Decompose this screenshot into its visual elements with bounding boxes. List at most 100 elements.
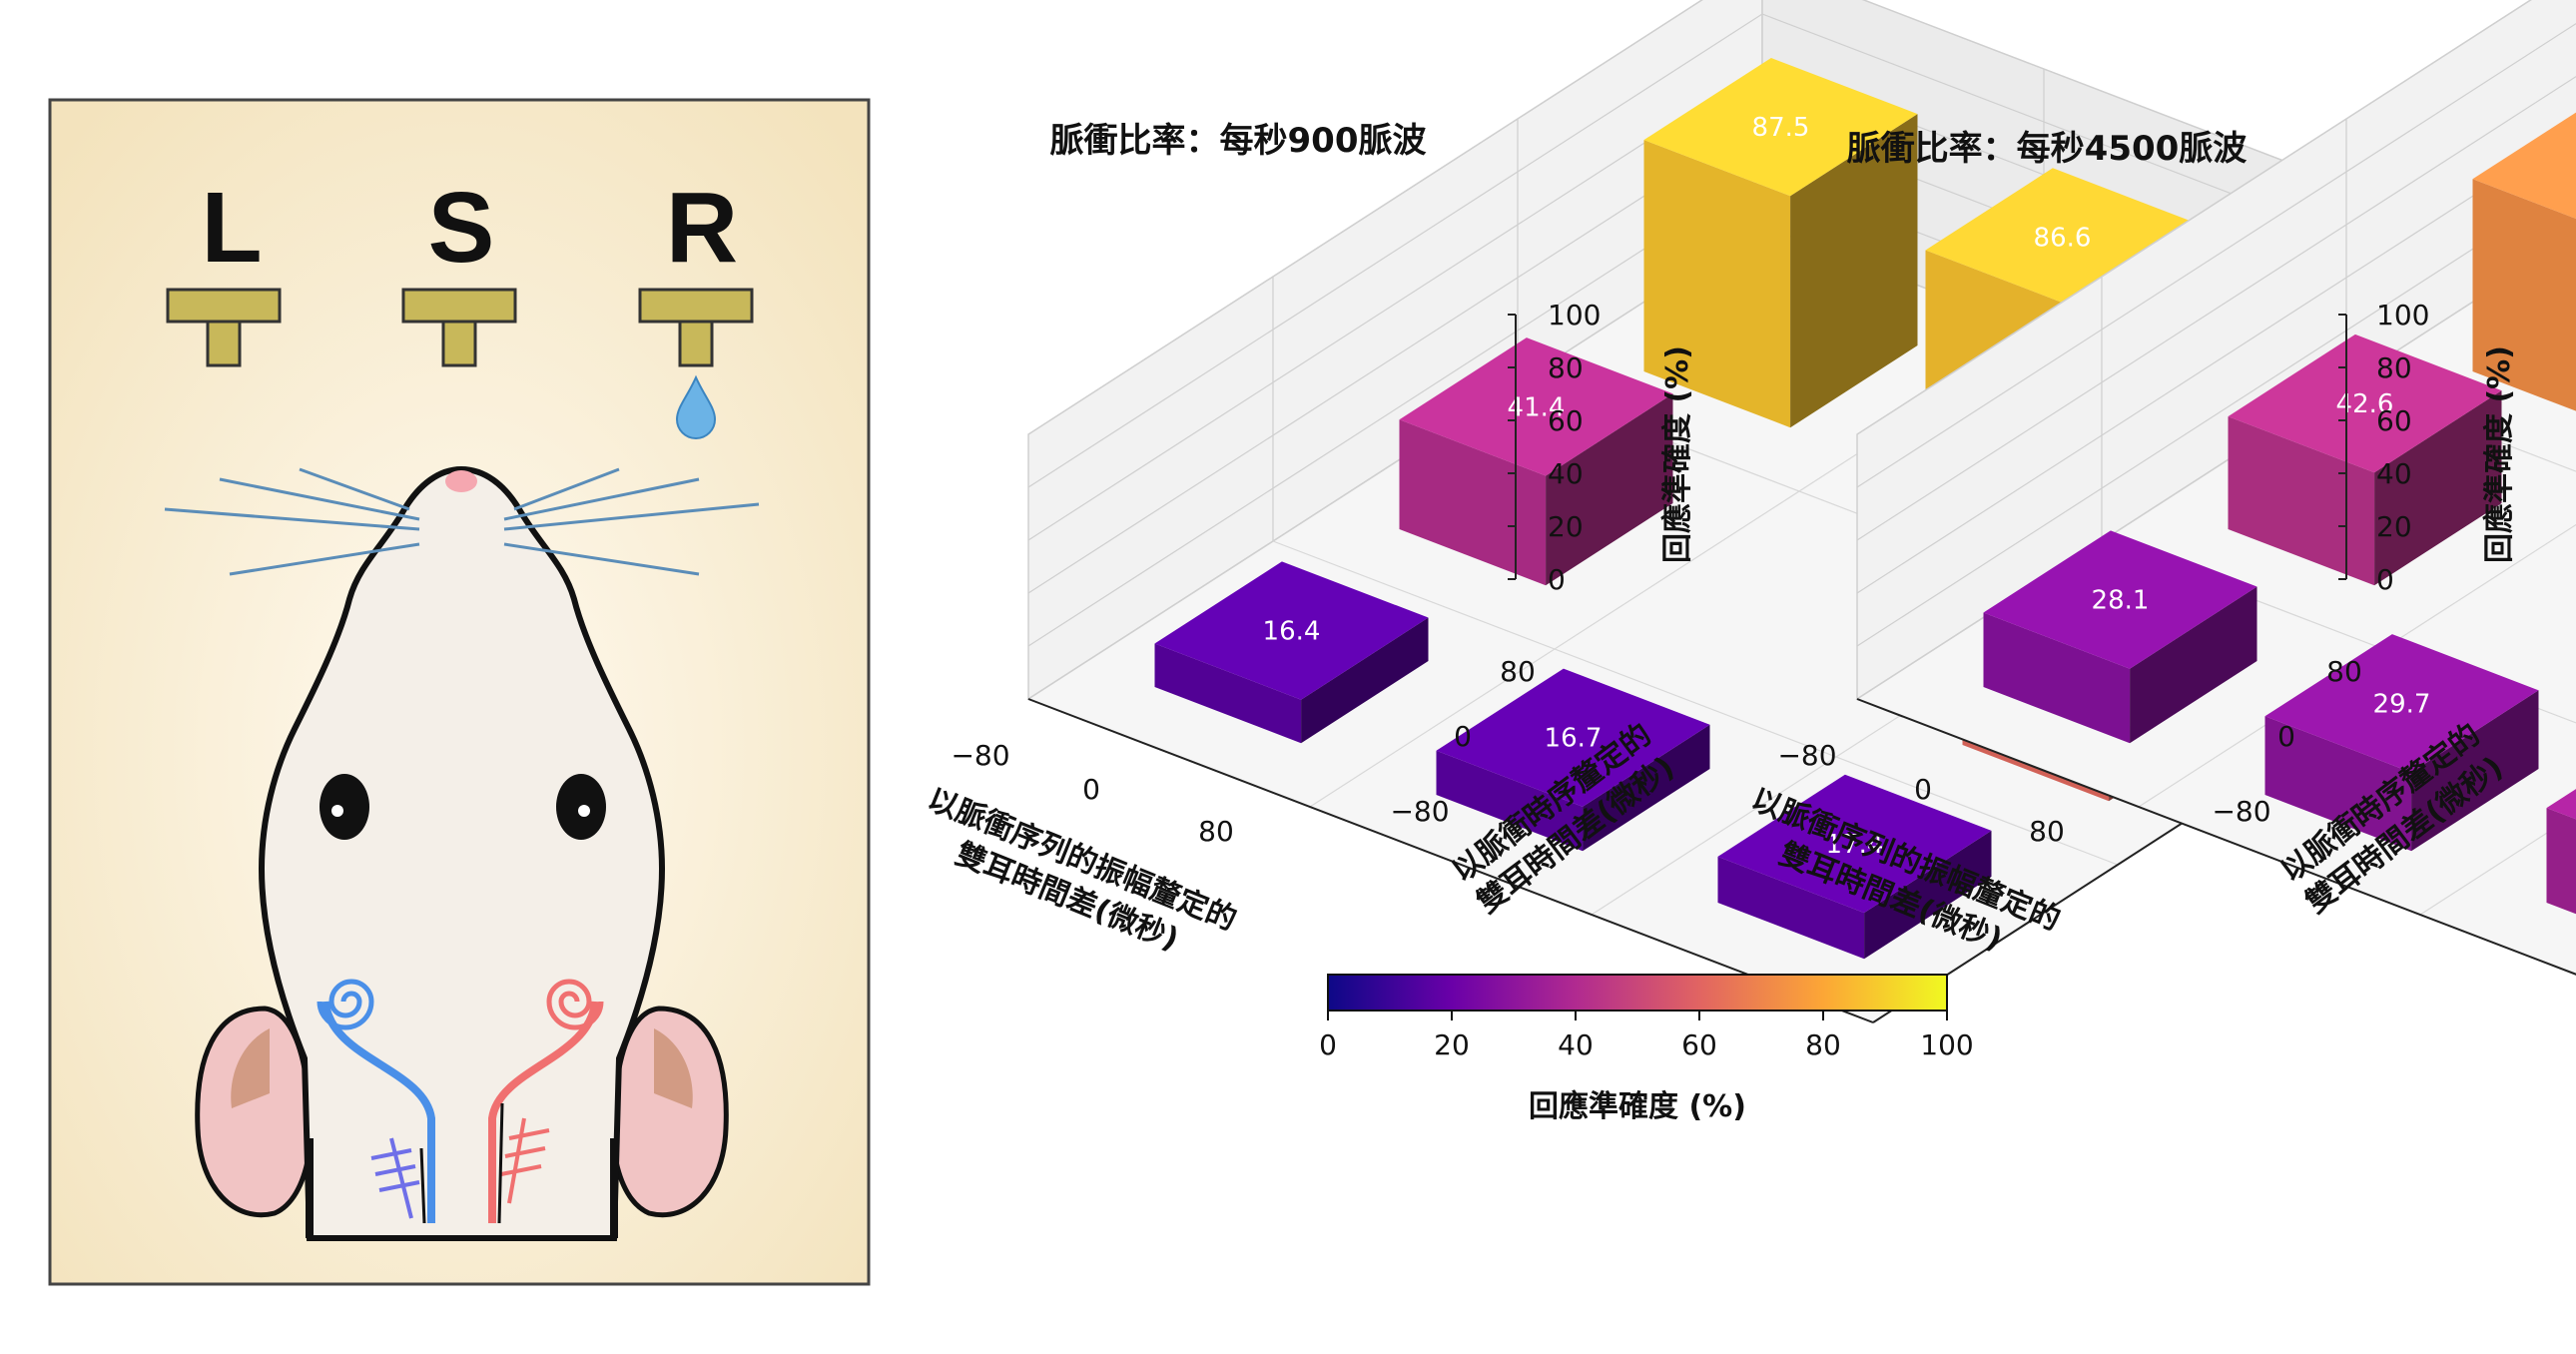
speaker-center-head [401, 288, 517, 324]
bar: 41.4 [1399, 338, 1673, 586]
y-tick-label: −80 [1390, 795, 1449, 828]
bar-side-face [1864, 830, 1992, 960]
bar-top-face [1643, 58, 1918, 197]
z-tick-label: 40 [2376, 457, 2412, 490]
speaker-left: L [166, 172, 282, 367]
chart-4500pps: 脈衝比率：每秒4500脈波 72.774.674.642.662.928.129… [1746, 0, 2576, 976]
bar: 28.1 [1983, 530, 2257, 744]
z-axis-label: 回應準確度 (%) [2482, 345, 2517, 563]
speaker-left-stem [206, 320, 242, 367]
x-tick-label: 80 [1198, 815, 1234, 848]
y-tick-label: 80 [1500, 655, 1536, 688]
bar-front-face [2472, 179, 2576, 411]
left-nerve [322, 1001, 435, 1223]
bar: 72.7 [2472, 112, 2576, 411]
colorbar-tick-label: 80 [1805, 1028, 1841, 1061]
colorbar-label: 回應準確度 (%) [1529, 1089, 1746, 1124]
bar: 16.4 [1154, 561, 1429, 744]
z-axis-label: 回應準確度 (%) [1660, 345, 1695, 563]
left-cochlea-icon [317, 979, 374, 1030]
chart-title: 脈衝比率：每秒900脈波 [1050, 121, 1427, 161]
z-tick-label: 80 [2376, 351, 2412, 384]
right-pulse-train [500, 1117, 550, 1204]
bar: 29.7 [2264, 634, 2539, 852]
rat-illustration: L S R [48, 98, 871, 1286]
colorbar-gradient [1327, 974, 1948, 1012]
left-arrow-icon [419, 1147, 426, 1224]
right-nerve [488, 1001, 599, 1223]
bar-top-face [2546, 789, 2576, 820]
bar-top-face [1436, 668, 1710, 807]
y-tick-label: −80 [2212, 795, 2270, 828]
bar-value-label: 16.4 [1263, 617, 1321, 647]
bar-top-face [1717, 774, 1992, 914]
speaker-right: R [638, 172, 754, 439]
bar-value-label: 86.6 [2034, 224, 2092, 254]
whiskers [164, 467, 760, 576]
z-tick-label: 20 [2376, 510, 2412, 543]
colorbar-tick-label: 100 [1920, 1028, 1973, 1061]
bar-side-face [1583, 724, 1710, 852]
bar-front-face [1399, 419, 1547, 586]
z-tick-label: 60 [2376, 404, 2412, 437]
water-drop-icon [675, 374, 717, 439]
z-tick-label: 20 [1548, 510, 1584, 543]
bar-top-face [1399, 338, 1673, 476]
bar-side-face [1546, 393, 1673, 586]
z-tick-label: 100 [2376, 299, 2429, 332]
bar-value-label: 29.7 [2373, 689, 2431, 719]
chart-title: 脈衝比率：每秒4500脈波 [1847, 129, 2248, 169]
z-tick-label: 100 [1548, 299, 1601, 332]
x-axis-label: 以脈衝序列的振幅釐定的 雙耳時間差(微秒) [923, 782, 1241, 958]
bar-side-face [1301, 617, 1429, 744]
z-axis-ticks: 0 20 40 60 80 100 [2338, 299, 2429, 596]
colorbar-tick-label: 60 [1681, 1028, 1717, 1061]
bar-front-face [1643, 140, 1791, 428]
bar-value-label: 87.5 [1752, 113, 1810, 143]
y-tick-label: 0 [2277, 720, 2295, 753]
bar: 42.6 [2228, 334, 2502, 586]
speaker-label-center: S [428, 172, 495, 284]
bar-front-face [1983, 612, 2131, 744]
x-tick-label: 0 [1914, 773, 1932, 806]
bar-front-face [2228, 416, 2375, 586]
bar-value-label: 41.4 [1508, 392, 1566, 422]
bar: 16.7 [1436, 668, 1710, 852]
bar-top-face [1925, 168, 2200, 307]
grid-line [1272, 540, 2119, 866]
bar-value-label: 16.7 [1545, 724, 1603, 754]
left-eye [320, 774, 369, 840]
bar-top-face [2472, 112, 2576, 219]
y-tick-label: 0 [1454, 720, 1472, 753]
bar-side-face [2411, 690, 2539, 852]
speaker-center-stem [441, 320, 477, 367]
z-tick-label: 60 [1548, 404, 1584, 437]
bar-front-face [1436, 750, 1584, 852]
speaker-label-left: L [201, 172, 262, 284]
bar-front-face [1717, 856, 1865, 960]
z-tick-label: 0 [2376, 563, 2394, 596]
z-tick-label: 80 [1548, 351, 1584, 384]
bar-side-face [2374, 390, 2502, 586]
x-axis-line [1027, 698, 1874, 1023]
bar-top-face [2264, 634, 2539, 773]
colorbar-tick-label: 20 [1434, 1028, 1470, 1061]
bar-top-face [1154, 561, 1429, 700]
bar-value-label: 17.4 [1826, 830, 1884, 860]
bar-side-face [2130, 586, 2257, 744]
right-arrow-icon [497, 1102, 504, 1224]
bar-value-label: 28.1 [2092, 586, 2150, 616]
bar-front-face [2546, 808, 2576, 915]
speaker-right-head [638, 288, 754, 324]
colorbar-tick-label: 40 [1558, 1028, 1594, 1061]
speaker-label-right: R [666, 172, 738, 284]
bar-front-face [1154, 643, 1302, 744]
bar: 35.8 [2546, 789, 2576, 915]
grid-line [2419, 813, 2576, 916]
bar: 87.5 [1643, 58, 1918, 428]
bar: 17.4 [1717, 774, 1992, 960]
bar-top-face [2228, 334, 2502, 473]
